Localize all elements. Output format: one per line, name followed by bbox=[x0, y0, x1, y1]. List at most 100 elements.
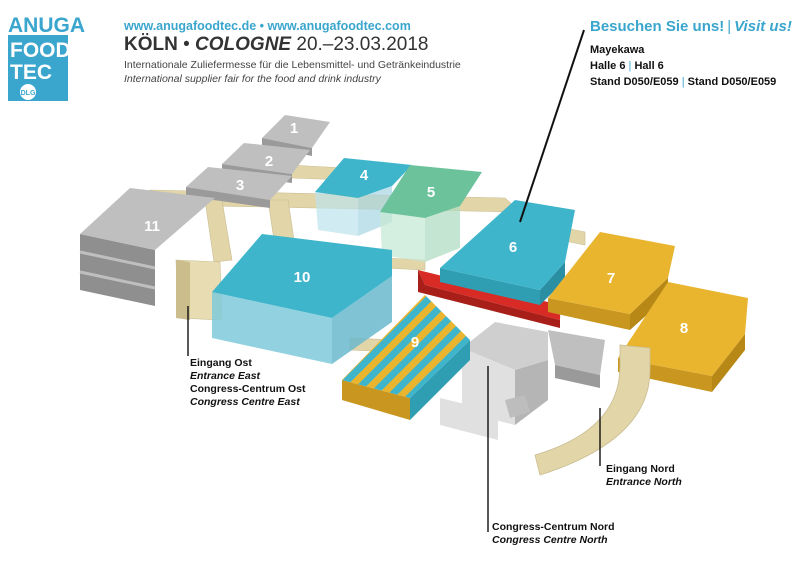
hall-3[interactable]: 3 bbox=[186, 167, 292, 208]
hall-4[interactable]: 4 bbox=[315, 158, 412, 236]
visit-us-heading: Besuchen Sie uns!|Visit us! bbox=[590, 18, 792, 35]
visit-en: Visit us! bbox=[734, 18, 792, 35]
cc-north-label: Congress-Centrum Nord Congress Centre No… bbox=[492, 521, 615, 547]
dlg-badge-icon bbox=[20, 84, 36, 100]
entrance-east-label: Eingang Ost Entrance East Congress-Centr… bbox=[190, 357, 306, 409]
tagline-en: International supplier fair for the food… bbox=[124, 73, 381, 85]
hall-9-front bbox=[342, 380, 410, 420]
hall-6[interactable]: 6 bbox=[440, 200, 575, 305]
hall-10[interactable]: 10 bbox=[212, 234, 392, 364]
hall-6-roof bbox=[440, 200, 575, 290]
logo-icon: ANUGA FOOD TEC DLG bbox=[8, 12, 98, 104]
congress-centre-north-building bbox=[440, 322, 548, 440]
cc-north-annex bbox=[440, 398, 498, 440]
hall-1-roof bbox=[262, 115, 330, 148]
cc-north-side bbox=[515, 360, 548, 425]
red-connector-side bbox=[418, 270, 560, 328]
entrance-north-arc bbox=[534, 344, 651, 476]
stand-separator: | bbox=[681, 76, 685, 88]
hall-3-label: 3 bbox=[236, 177, 244, 194]
hall-11-front bbox=[80, 234, 155, 306]
cc-north-de: Congress-Centrum Nord bbox=[492, 521, 615, 533]
entrance-north-de: Eingang Nord bbox=[606, 463, 675, 475]
hall-9-roof bbox=[342, 295, 470, 398]
hall-7-side bbox=[630, 278, 668, 330]
hall-6-side bbox=[540, 262, 565, 305]
cc-north-roof bbox=[462, 322, 548, 370]
city-bullet: • bbox=[177, 34, 196, 55]
congress-centre-east-side bbox=[176, 260, 190, 320]
city-de: KÖLN bbox=[124, 34, 178, 55]
anuga-foodtec-logo: ANUGA FOOD TEC DLG bbox=[8, 12, 98, 104]
entrance-east-de: Eingang Ost bbox=[190, 357, 252, 369]
hall-11-label: 11 bbox=[144, 218, 160, 235]
hall-2-label: 2 bbox=[265, 153, 273, 170]
exhibitor-name: Mayekawa bbox=[590, 44, 645, 56]
logo-line-2: FOOD bbox=[10, 39, 71, 62]
hall-en: Hall 6 bbox=[634, 60, 664, 72]
fair-dates: 20.–23.03.2018 bbox=[291, 34, 429, 55]
entrance-north-building bbox=[534, 330, 651, 476]
website-urls[interactable]: www.anugafoodtec.de • www.anugafoodtec.c… bbox=[124, 19, 411, 33]
hall-11-floor-line-2 bbox=[79, 270, 156, 290]
hall-3-roof bbox=[186, 167, 292, 200]
exhibitor-info: Mayekawa Halle 6 | Hall 6 Stand D050/E05… bbox=[590, 42, 776, 90]
hall-9-side bbox=[410, 340, 470, 420]
hall-5-roof bbox=[380, 165, 482, 218]
hall-10-label: 10 bbox=[294, 269, 311, 286]
hall-10-front bbox=[212, 292, 332, 364]
visit-de: Besuchen Sie uns! bbox=[590, 18, 725, 35]
hall-8-label: 8 bbox=[680, 320, 688, 337]
exhibitor-stand: Stand D050/E059 | Stand D050/E059 bbox=[590, 74, 776, 90]
hall-1-label: 1 bbox=[290, 120, 298, 137]
hall-5-glass-side bbox=[425, 206, 460, 262]
stand-en: Stand D050/E059 bbox=[687, 76, 777, 88]
hall-3-side bbox=[186, 187, 270, 208]
hall-11-floor-line-1 bbox=[79, 250, 156, 270]
cc-north-annex-2 bbox=[505, 395, 530, 418]
entrance-north-block bbox=[548, 330, 605, 375]
entrance-north-label: Eingang Nord Entrance North bbox=[606, 463, 682, 489]
hall-7[interactable]: 7 bbox=[548, 232, 675, 330]
hall-2-roof bbox=[222, 143, 310, 174]
city-en: COLOGNE bbox=[195, 34, 292, 55]
hall-8-side bbox=[712, 334, 745, 392]
hall-6-front bbox=[440, 268, 540, 305]
cc-north-en: Congress Centre North bbox=[492, 534, 608, 546]
entrance-east-en: Entrance East bbox=[190, 370, 261, 382]
leader-lines bbox=[187, 29, 601, 532]
hall-4-glass-front bbox=[315, 192, 358, 236]
entrance-north-en: Entrance North bbox=[606, 476, 682, 488]
hall-separator: | bbox=[628, 60, 632, 72]
hall-9[interactable]: 9 bbox=[342, 295, 470, 420]
hall-de: Halle 6 bbox=[590, 60, 626, 72]
stand-de: Stand D050/E059 bbox=[590, 76, 679, 88]
hall-11[interactable]: 11 bbox=[79, 188, 215, 306]
hall-4-label: 4 bbox=[360, 167, 369, 184]
exhibitor-hall: Halle 6 | Hall 6 bbox=[590, 58, 776, 74]
hall-6-label: 6 bbox=[509, 239, 517, 256]
dlg-badge-text: DLG bbox=[21, 90, 36, 97]
logo-line-3: TEC bbox=[10, 61, 52, 84]
hall-11-roof bbox=[80, 188, 215, 250]
callout-pointer-icon bbox=[519, 29, 585, 223]
hall-7-roof bbox=[548, 232, 675, 314]
hall-7-front bbox=[548, 298, 630, 330]
cc-east-en: Congress Centre East bbox=[190, 396, 300, 408]
walkway-link-a bbox=[204, 199, 233, 263]
hall-8-roof bbox=[618, 282, 748, 376]
cc-east-de: Congress-Centrum Ost bbox=[190, 383, 306, 395]
hall-5-label: 5 bbox=[427, 184, 435, 201]
hall-4-roof bbox=[315, 158, 412, 198]
city-dates-line: KÖLN • COLOGNE 20.–23.03.2018 bbox=[124, 34, 428, 56]
hall-10-roof bbox=[212, 234, 392, 318]
visit-separator: | bbox=[727, 18, 732, 35]
hall-5[interactable]: 5 bbox=[380, 165, 482, 262]
entrance-north-block-side bbox=[555, 365, 600, 388]
hall-5-glass-front bbox=[380, 212, 425, 262]
hall-7-label: 7 bbox=[607, 270, 615, 287]
hall-10-side bbox=[332, 276, 392, 364]
logo-line-1: ANUGA bbox=[8, 14, 85, 37]
tagline-de: Internationale Zuliefermesse für die Leb… bbox=[124, 59, 461, 71]
